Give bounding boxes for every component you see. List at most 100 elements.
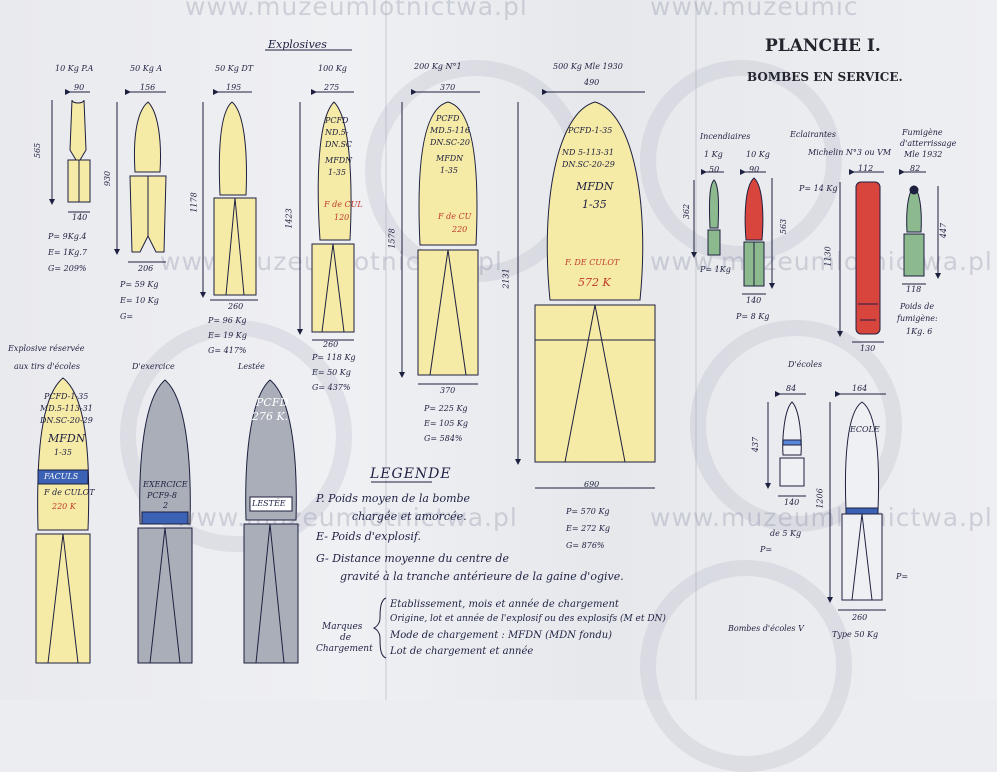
section-michelin: Michelin N°3 ou VM <box>808 148 892 157</box>
bomb-200kg-top-dim: 370 <box>440 83 456 92</box>
bomb-50kg-weight: P= 59 Kg <box>120 280 159 289</box>
bomb-100kg-culot: F de CUL <box>324 200 363 209</box>
legend-marques: Marques <box>322 622 363 632</box>
bomb-100kg-mark3: DN.SC <box>325 140 353 149</box>
bomb-100kg-mark2: ND.5- <box>325 128 349 137</box>
bomb-inc1-name: 1 Kg <box>704 150 723 159</box>
section-lestee: Lestée <box>238 362 265 371</box>
bomb-exe-mark1: EXERCICE <box>143 480 188 489</box>
bomb-50kgdt-name: 50 Kg DT <box>215 64 254 73</box>
fold-line <box>695 0 697 700</box>
bomb-500kg-name: 500 Kg Mle 1930 <box>553 62 623 71</box>
bomb-100kg-explosive: E= 50 Kg <box>312 368 351 377</box>
bomb-50kgdt-weight: P= 96 Kg <box>208 316 247 325</box>
bomb-inc1-top-dim: 50 <box>709 165 720 174</box>
bomb-100kg-length: 1423 <box>284 208 294 229</box>
bomb-ec50-length: 1206 <box>815 488 825 509</box>
bomb-50kg-length: 930 <box>103 170 113 187</box>
bomb-10kg-name: 10 Kg P.A <box>55 64 94 73</box>
bomb-ec5-name: de 5 Kg <box>770 529 802 538</box>
bomb-les-mark2: 276 K. <box>252 410 289 423</box>
bomb-200kg-explosive: E= 105 Kg <box>424 419 468 428</box>
bomb-100kg-mark1: PCFD <box>325 116 349 125</box>
bomb-200kg-mark2: MD.5-116 <box>430 126 470 135</box>
bomb-500kg-culot: F. DE CULOT <box>565 258 620 267</box>
watermark-text: www.muzeumlotnictwa.pl <box>185 0 528 21</box>
bomb-100kg-weight: P= 118 Kg <box>312 353 356 362</box>
bomb-inc10-base: 140 <box>746 296 762 305</box>
bomb-les-band: LESTÉE <box>252 499 286 508</box>
bomb-100kg-base: 260 <box>323 340 339 349</box>
bomb-200kg-culot-weight: 220 <box>452 225 468 234</box>
legend-p: P. Poids moyen de la bombe <box>316 492 471 505</box>
bomb-500kg-mark5: 1-35 <box>582 198 607 211</box>
legend-title: LEGENDE <box>370 466 452 482</box>
bomb-ec50-weight: P= <box>896 572 909 581</box>
plate-subtitle: BOMBES EN SERVICE. <box>747 70 903 84</box>
bomb-200kg-culot: F de CU <box>438 212 472 221</box>
bomb-ec50-top-dim: 164 <box>852 384 868 393</box>
legend-mark-4: Lot de chargement et année <box>390 646 534 657</box>
legend-e: E- Poids d'explosif. <box>316 530 422 543</box>
bomb-res-band: FACULS <box>44 472 79 481</box>
bomb-500kg-weight: P= 570 Kg <box>566 507 610 516</box>
bomb-50kgdt-length: 1178 <box>189 192 199 213</box>
legend-g: G- Distance moyenne du centre de <box>316 552 509 565</box>
bomb-200kg-gravity: G= 584% <box>424 434 463 443</box>
bomb-10kg-length: 565 <box>33 142 43 159</box>
bomb-ec5-top-dim: 84 <box>786 384 797 393</box>
bomb-drawings <box>35 49 997 664</box>
bomb-500kg-mark3: DN.SC-20-29 <box>562 160 615 169</box>
bomb-ec5-length: 437 <box>751 436 761 453</box>
watermark-text: www.muzeumic <box>650 0 859 21</box>
bomb-200kg-length: 1578 <box>387 228 397 249</box>
bomb-500kg-mark2: ND 5-113-31 <box>562 148 614 157</box>
bomb-50kg-explosive: E= 10 Kg <box>120 296 159 305</box>
bomb-fum-top-dim: 82 <box>910 164 921 173</box>
bomb-res-mark5: 1-35 <box>54 448 72 457</box>
bomb-res-mark3: DN.SC-20-29 <box>40 416 93 425</box>
bomb-ecl-weight: P= 14 Kg <box>799 184 838 193</box>
section-reservee-1: Explosive réservée <box>8 344 85 353</box>
bomb-50kgdt-explosive: E= 19 Kg <box>208 331 247 340</box>
bomb-500kg-mark1: PCFD-1-35 <box>568 126 613 135</box>
bomb-exe-mark3: 2 <box>163 501 169 510</box>
bomb-inc10-length: 563 <box>779 218 789 235</box>
bomb-500kg-length: 2131 <box>501 268 511 289</box>
legend-chargement: Chargement <box>316 644 373 654</box>
bomb-ec5-base: 140 <box>784 498 800 507</box>
bomb-fum-weight-3: 1Kg. 6 <box>906 327 933 336</box>
section-ecoles: D'écoles <box>788 360 823 369</box>
section-incendiaires: Incendiaires <box>700 132 751 141</box>
bomb-exe-mark2: PCF9-8 <box>147 491 177 500</box>
bomb-fum-length: 447 <box>939 222 949 239</box>
bomb-res-mark1: PCFD-1-35 <box>44 392 89 401</box>
watermark-text: www.muzeumlotnictwa.pl <box>650 503 993 532</box>
bomb-inc1-length: 362 <box>682 203 692 220</box>
bomb-500kg-base: 690 <box>584 480 600 489</box>
bomb-500kg-gravity: G= 876% <box>566 541 605 550</box>
bomb-200kg-mark4: MFDN <box>436 154 464 163</box>
bomb-200kg-weight: P= 225 Kg <box>424 404 468 413</box>
bomb-50kg-name: 50 Kg A <box>130 64 163 73</box>
bomb-100kg-mark4: MFDN <box>325 156 353 165</box>
bomb-fum-base: 118 <box>906 285 922 294</box>
bomb-500kg-explosive: E= 272 Kg <box>566 524 610 533</box>
section-type50: Type 50 Kg <box>832 630 879 639</box>
section-explosives: Explosives <box>268 38 327 51</box>
bomb-200kg-base: 370 <box>440 386 456 395</box>
bomb-ec50-base: 260 <box>852 613 868 622</box>
bomb-ec5-weight: P= <box>760 545 773 554</box>
bomb-res-mark2: MD.5-113-31 <box>40 404 93 413</box>
bomb-10kg-explosive: E= 1Kg.7 <box>48 248 87 257</box>
bomb-500kg-mark4: MFDN <box>576 180 614 193</box>
legend-mark-3: Mode de chargement : MFDN (MDN fondu) <box>390 630 613 641</box>
plate-title: PLANCHE I. <box>765 36 881 56</box>
bomb-10kg-top-dim: 90 <box>74 83 85 92</box>
bomb-res-mark4: MFDN <box>48 432 86 445</box>
bomb-10kg-base: 140 <box>72 213 88 222</box>
bomb-100kg-name: 100 Kg <box>318 64 347 73</box>
bomb-10kg-gravity: G= 209% <box>48 264 87 273</box>
bomb-100kg-top-dim: 275 <box>324 83 340 92</box>
